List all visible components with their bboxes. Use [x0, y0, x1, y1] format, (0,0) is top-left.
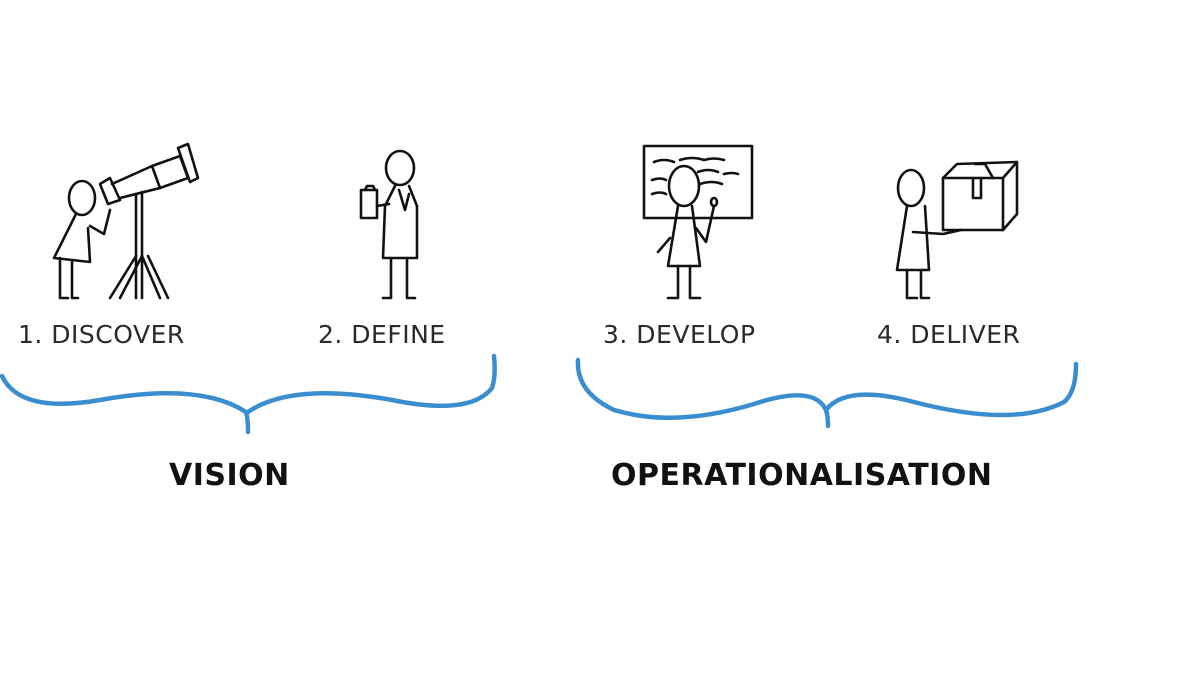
- thinking-person-clipboard-icon: [355, 149, 425, 306]
- step-label-define: 2. DEFINE: [318, 320, 446, 349]
- curly-brace-operationalisation: [574, 352, 1080, 436]
- person-box-icon: [893, 158, 1019, 307]
- group-label-operationalisation: OPERATIONALISATION: [611, 458, 993, 493]
- telescope-person-icon: [48, 138, 200, 307]
- group-label-vision: VISION: [169, 458, 290, 493]
- step-label-discover: 1. DISCOVER: [18, 320, 185, 349]
- person-whiteboard-icon: [640, 142, 755, 306]
- step-label-deliver: 4. DELIVER: [877, 320, 1021, 349]
- step-label-develop: 3. DEVELOP: [603, 320, 756, 349]
- curly-brace-vision: [0, 352, 500, 441]
